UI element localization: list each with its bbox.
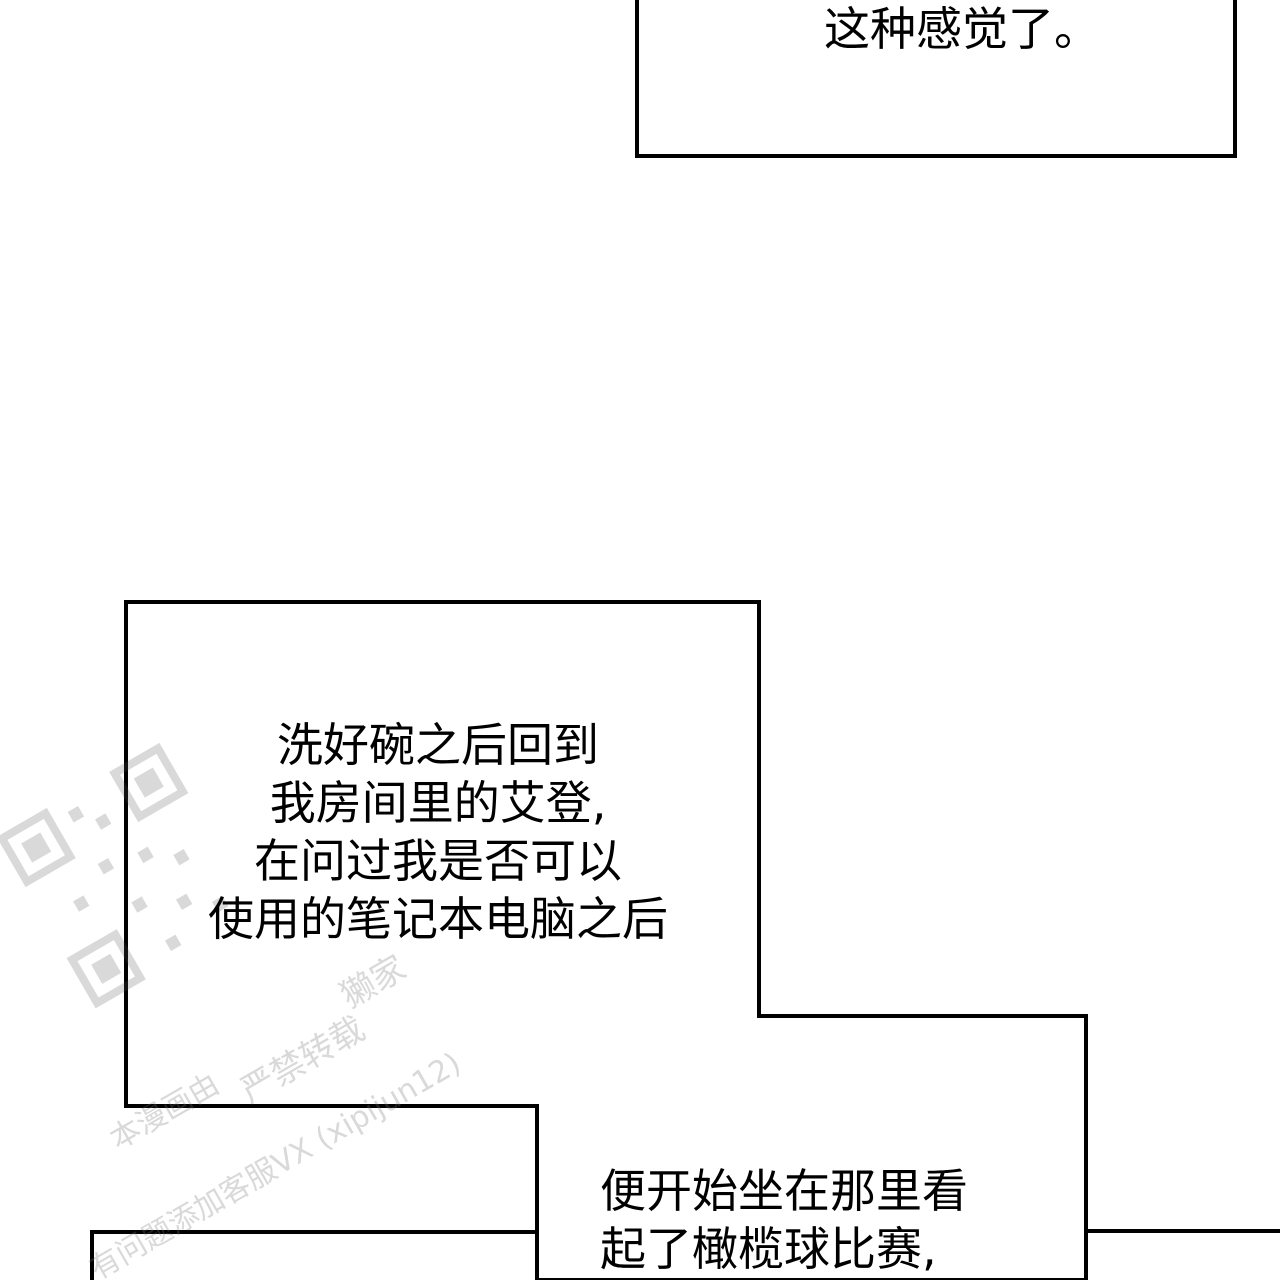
caption-line: 洗好碗之后回到: [277, 718, 599, 772]
caption-middle: 洗好碗之后回到 我房间里的艾登, 在问过我是否可以 使用的笔记本电脑之后: [160, 716, 716, 948]
caption-line: 起了橄榄球比赛,: [600, 1222, 937, 1276]
caption-line: 便开始坐在那里看: [600, 1164, 968, 1218]
caption-bottom: 便开始坐在那里看 起了橄榄球比赛,: [600, 1162, 968, 1278]
caption-line: 在问过我是否可以: [254, 834, 622, 888]
caption-top: 这种感觉了。: [824, 0, 1100, 58]
caption-box-top: [635, 0, 1237, 158]
caption-line: 我房间里的艾登,: [269, 776, 607, 830]
panel-edge-bottom-left: [90, 1230, 537, 1280]
caption-line: 使用的笔记本电脑之后: [208, 892, 668, 946]
caption-line: 这种感觉了。: [824, 2, 1100, 56]
